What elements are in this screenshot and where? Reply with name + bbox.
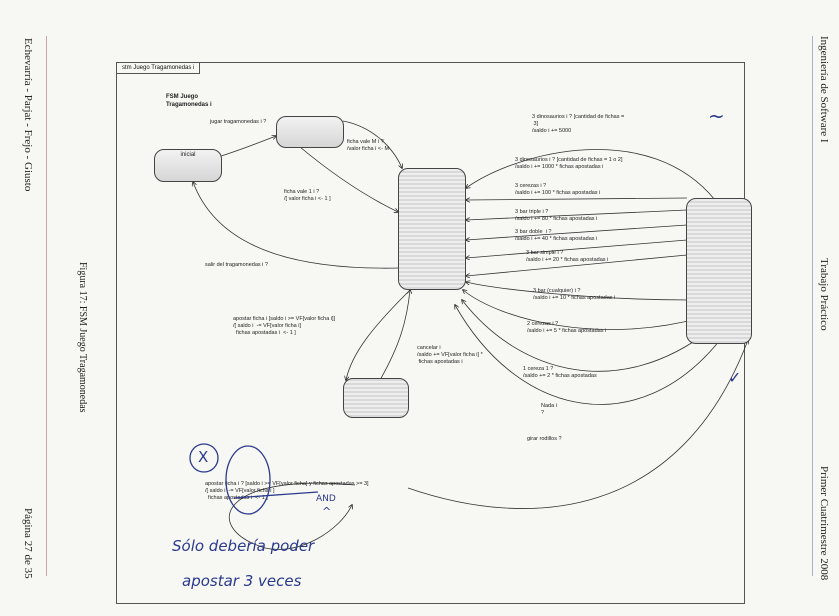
arrow-ficha-1 [299, 146, 398, 212]
arrow-cancelar [379, 290, 410, 381]
label-cerezas3: 3 cerezas i ? /saldo i += 100 * fichas a… [515, 183, 601, 196]
label-cerezas2: 2 cerezas i ? /saldo i += 5 * fichas apo… [527, 321, 607, 334]
fsm-title-line2: Tragamonedas i [166, 102, 212, 108]
label-ficha-m: ficha vale M i ? /valor ficha i <- M [347, 139, 390, 152]
left-margin-line [46, 36, 47, 576]
arrow-bartriple [466, 224, 688, 240]
arrow-self-loop [228, 482, 356, 550]
check-mark: ✓ [728, 368, 742, 387]
state-inicial-label: inicial [180, 152, 196, 158]
arrow-dino3 [466, 149, 716, 201]
and-note: AND [316, 494, 336, 504]
arrow-apostar [346, 291, 409, 380]
label-bartriple: 3 bar triple i ? /saldo i += 80 * fichas… [515, 209, 598, 222]
label-girar: girar rodillos ? [527, 436, 562, 442]
state-esperando [398, 168, 466, 290]
bracket-circle [225, 445, 271, 515]
arrow-dino3b [466, 198, 688, 200]
label-dino3b: 3 dinosaurios i ? [cantidad de fichas = … [515, 157, 623, 170]
label-salir: salir del tragamonedas i ? [205, 262, 268, 268]
label-apostar-top: apostar ficha i [saldo i >= VF[valor fic… [233, 316, 336, 336]
arrow-bardoble [466, 239, 688, 258]
label-cereza1: 1 cereza 1 ? /saldo += 2 * fichas aposta… [523, 366, 597, 379]
fsm-title: FSM Juego Tragamonedas i [166, 93, 212, 109]
label-barcualq: 3 bar (cualquier) i ? /saldo i += 10 * f… [533, 288, 616, 301]
arrow-barcualq [466, 282, 691, 301]
arrow-jugar [220, 136, 276, 157]
label-bardoble: 3 bar doble i ? /saldo i += 40 * fichas … [515, 229, 598, 242]
state-girando [686, 198, 752, 344]
arrow-ficha-m [342, 120, 402, 168]
label-cancelar: cancelar i /saldo += VF[valor ficha i] *… [417, 345, 483, 365]
x-mark: X [198, 448, 209, 466]
arrow-barsimple [466, 254, 688, 276]
arrow-cerezas2 [463, 290, 701, 330]
label-barsimple: 3 bar simple i ? /saldo i += 20 * fichas… [526, 250, 609, 263]
handwritten-note-line2: apostar 3 veces [182, 572, 302, 590]
label-ficha-1: ficha vale 1 i ? /[ valor ficha i <- 1 ] [284, 189, 331, 202]
right-margin-line [812, 36, 813, 576]
tilde-mark: ~ [708, 104, 725, 128]
arrow-girar [407, 340, 748, 509]
label-nada: Nada i ? [541, 403, 557, 416]
label-jugar: jugar tragamonedas i ? [210, 119, 267, 125]
state-tragamonedas [276, 116, 344, 148]
arrow-salir [193, 182, 401, 269]
underline-stroke [233, 491, 319, 499]
handwritten-note-line1: Sólo debería poder [172, 537, 315, 555]
arrow-cereza1 [462, 300, 711, 372]
fsm-title-line1: FSM Juego [166, 94, 199, 100]
arrow-cerezas3 [466, 209, 688, 220]
caret-mark: ^ [322, 505, 332, 518]
state-inicial: inicial [154, 149, 222, 182]
label-dino3: 3 dinosaurios i ? [cantidad de fichas = … [532, 114, 625, 134]
arrow-nada [455, 305, 721, 405]
diagram-tab: stm Juego Tragamonedas i [117, 63, 201, 74]
x-mark-circle [189, 443, 219, 473]
state-apostando [343, 378, 409, 418]
